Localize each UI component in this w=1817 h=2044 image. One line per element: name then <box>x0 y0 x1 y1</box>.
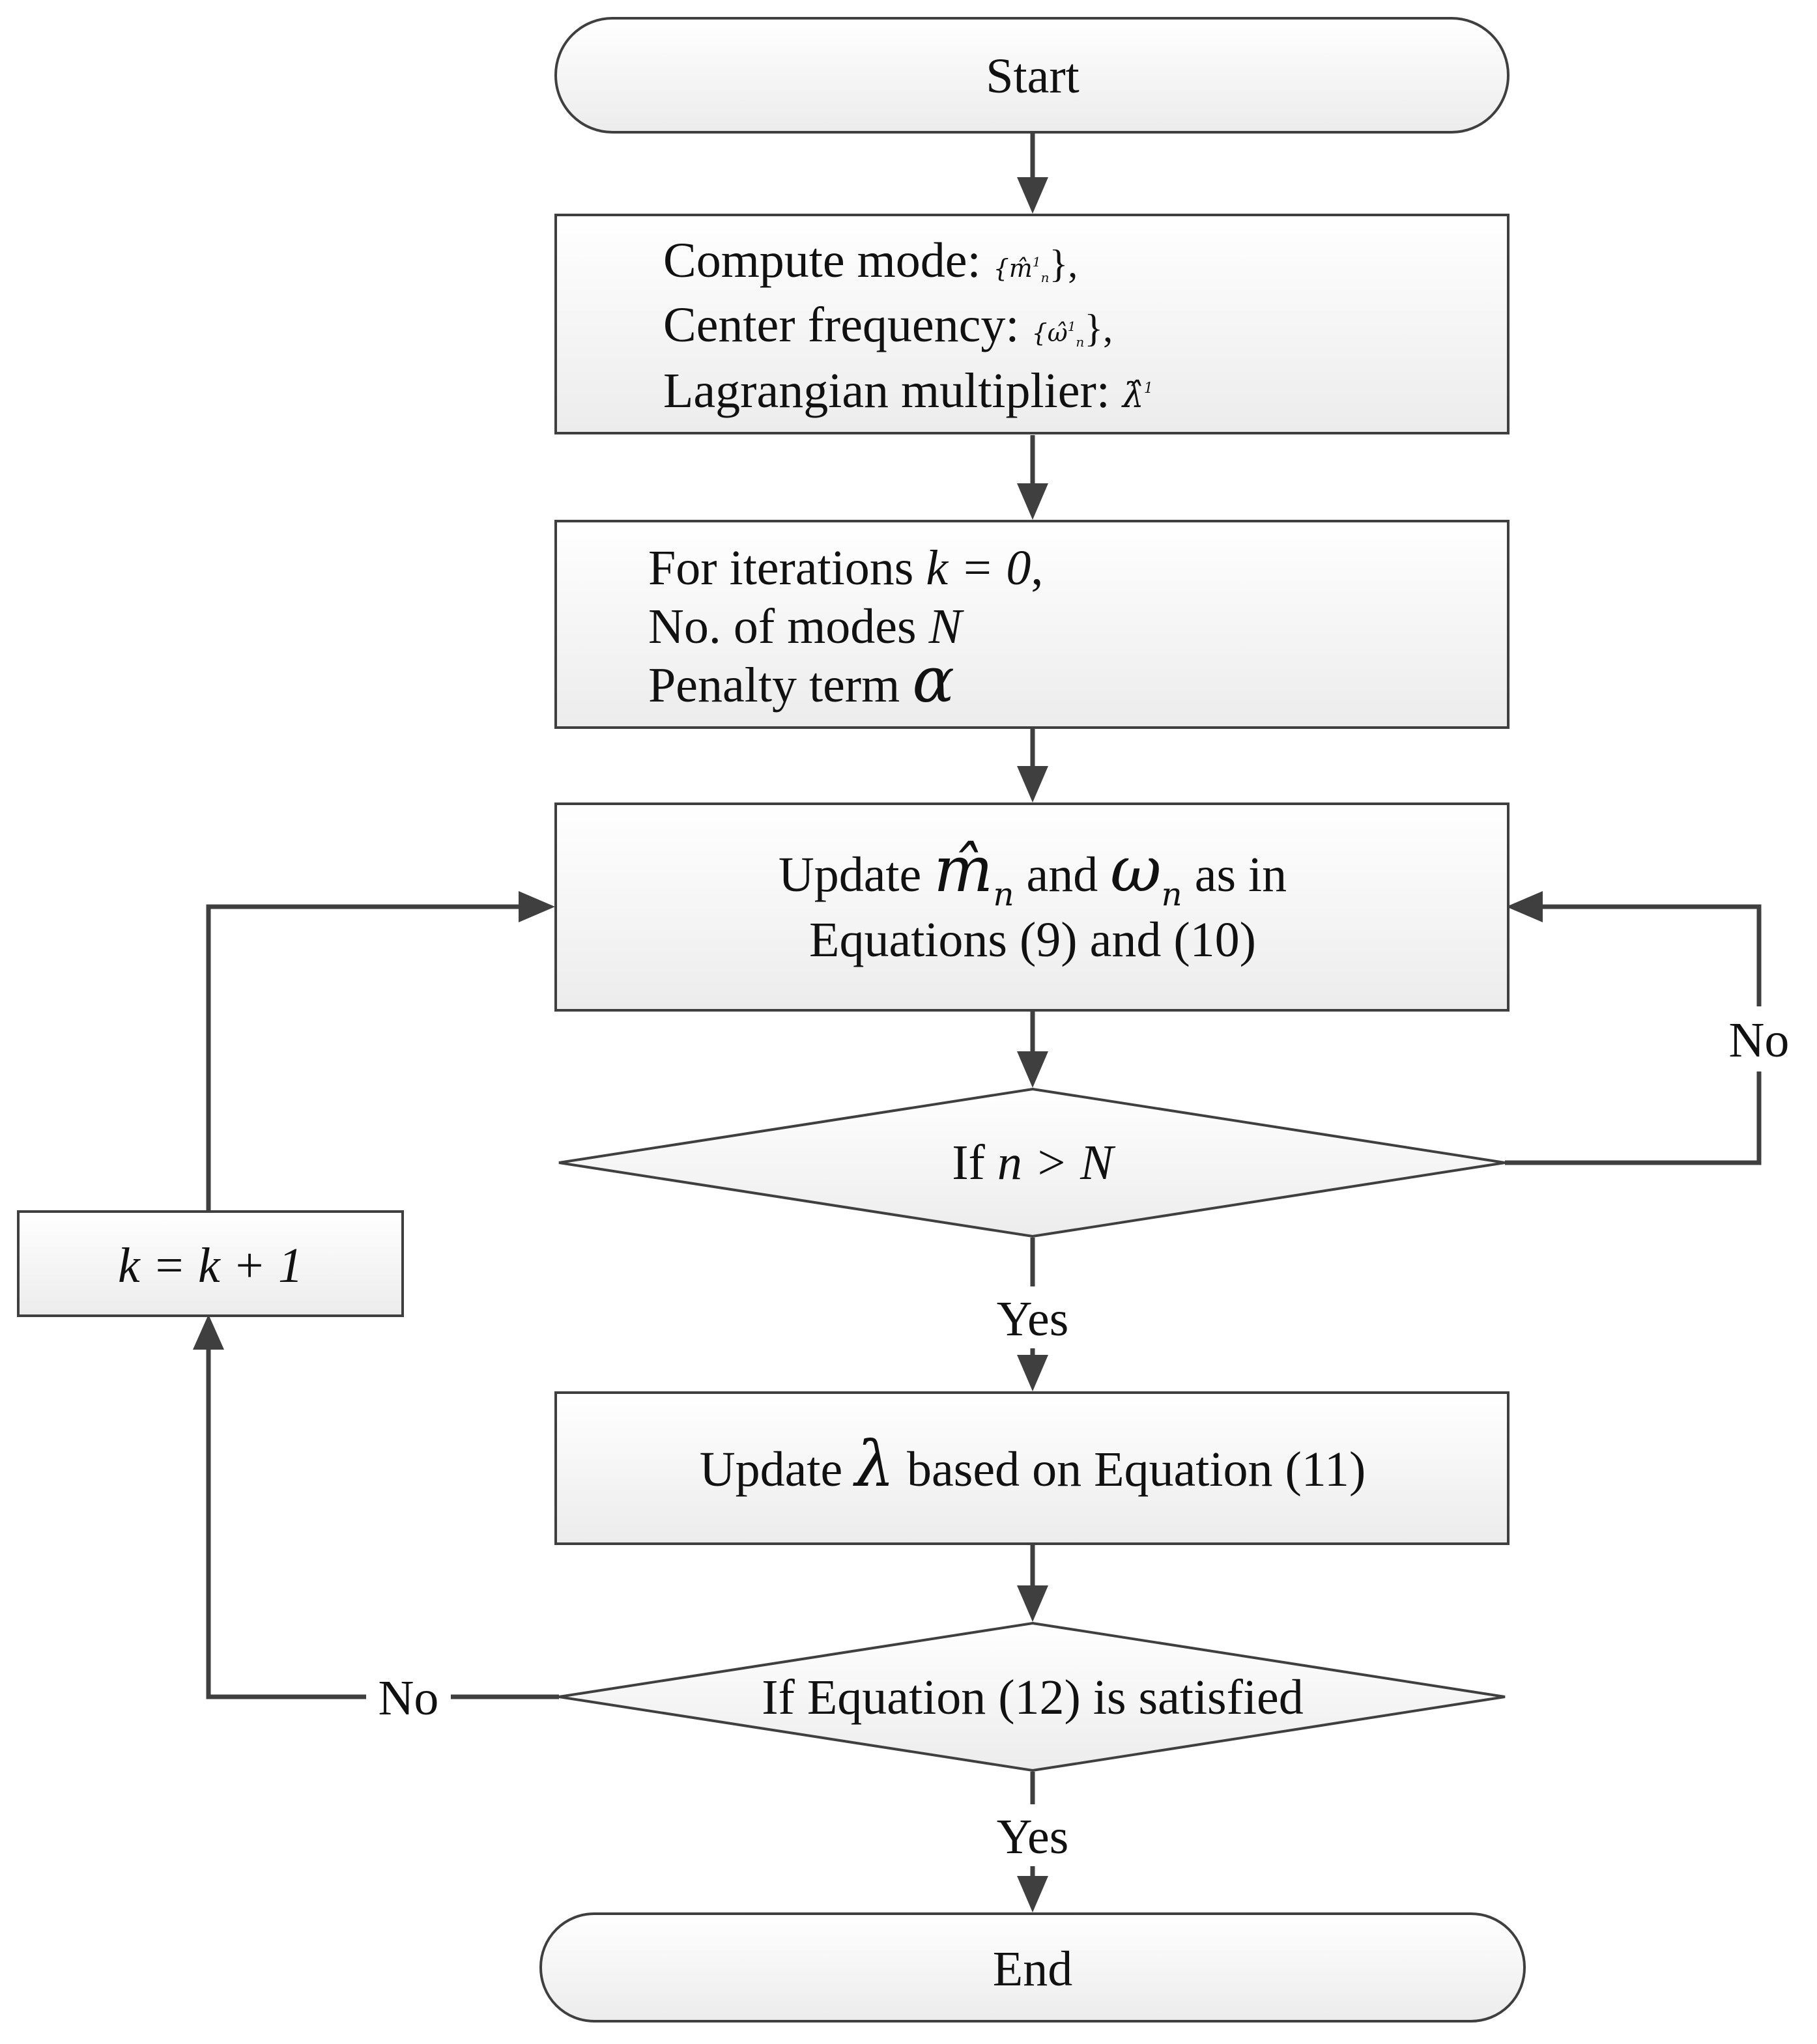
arrowhead-icon <box>1506 891 1543 922</box>
decision-n-node: If n > N <box>558 1087 1506 1238</box>
arrowhead-icon <box>1017 177 1048 214</box>
init-line-iterations: For iterations k = 0, <box>648 541 1043 595</box>
arrowhead-icon <box>1017 483 1048 520</box>
arrowhead-icon <box>1017 1355 1048 1391</box>
update-lambda-label: Update λ based on Equation (11) <box>700 1428 1366 1501</box>
arrowhead-icon <box>1017 1876 1048 1912</box>
edge-conv-no <box>206 1348 559 1699</box>
compute-node: Compute mode: {m̂1n}, Center frequency: … <box>554 214 1509 434</box>
update-modes-line1: Update m̂n and ωn as in <box>779 833 1287 913</box>
init-line-penalty: Penalty term α <box>648 644 954 717</box>
update-modes-node: Update m̂n and ωn as in Equations (9) an… <box>554 802 1509 1012</box>
edge-labels: No Yes No Yes <box>366 1006 1798 1866</box>
end-label: End <box>993 1942 1072 1996</box>
arrowhead-icon <box>1017 766 1048 802</box>
edge-increment-update <box>206 904 522 1210</box>
compute-line-mode: Compute mode: {m̂1n}, <box>663 233 1078 288</box>
arrowhead-icon <box>1017 1585 1048 1622</box>
decision-convergence-label: If Equation (12) is satisfied <box>762 1670 1304 1725</box>
init-line-modes: No. of modes N <box>648 599 965 654</box>
edge-label-n-no: No <box>1729 1013 1790 1068</box>
edge-label-n-yes: Yes <box>997 1292 1069 1346</box>
compute-line-lagrangian: Lagrangian multiplier: λ̂1 <box>663 363 1153 418</box>
arrowhead-icon <box>519 891 555 922</box>
arrowhead-icon <box>1017 1051 1048 1088</box>
edge-label-conv-yes: Yes <box>997 1810 1069 1864</box>
decision-n-label: If n > N <box>952 1135 1116 1190</box>
increment-label: k = k + 1 <box>118 1238 303 1293</box>
update-modes-line2: Equations (9) and (10) <box>809 913 1256 967</box>
arrowhead-icon <box>193 1314 224 1350</box>
decision-convergence-node: If Equation (12) is satisfied <box>558 1621 1506 1772</box>
connectors <box>193 134 1762 1912</box>
compute-line-frequency: Center frequency: {ω̂1n}, <box>663 298 1113 352</box>
start-label: Start <box>986 49 1080 104</box>
increment-node: k = k + 1 <box>17 1210 404 1317</box>
start-node: Start <box>554 17 1509 134</box>
end-node: End <box>539 1912 1526 2023</box>
init-node: For iterations k = 0, No. of modes N Pen… <box>554 520 1509 729</box>
edge-label-conv-no: No <box>379 1671 439 1725</box>
update-lambda-node: Update λ based on Equation (11) <box>554 1391 1509 1545</box>
